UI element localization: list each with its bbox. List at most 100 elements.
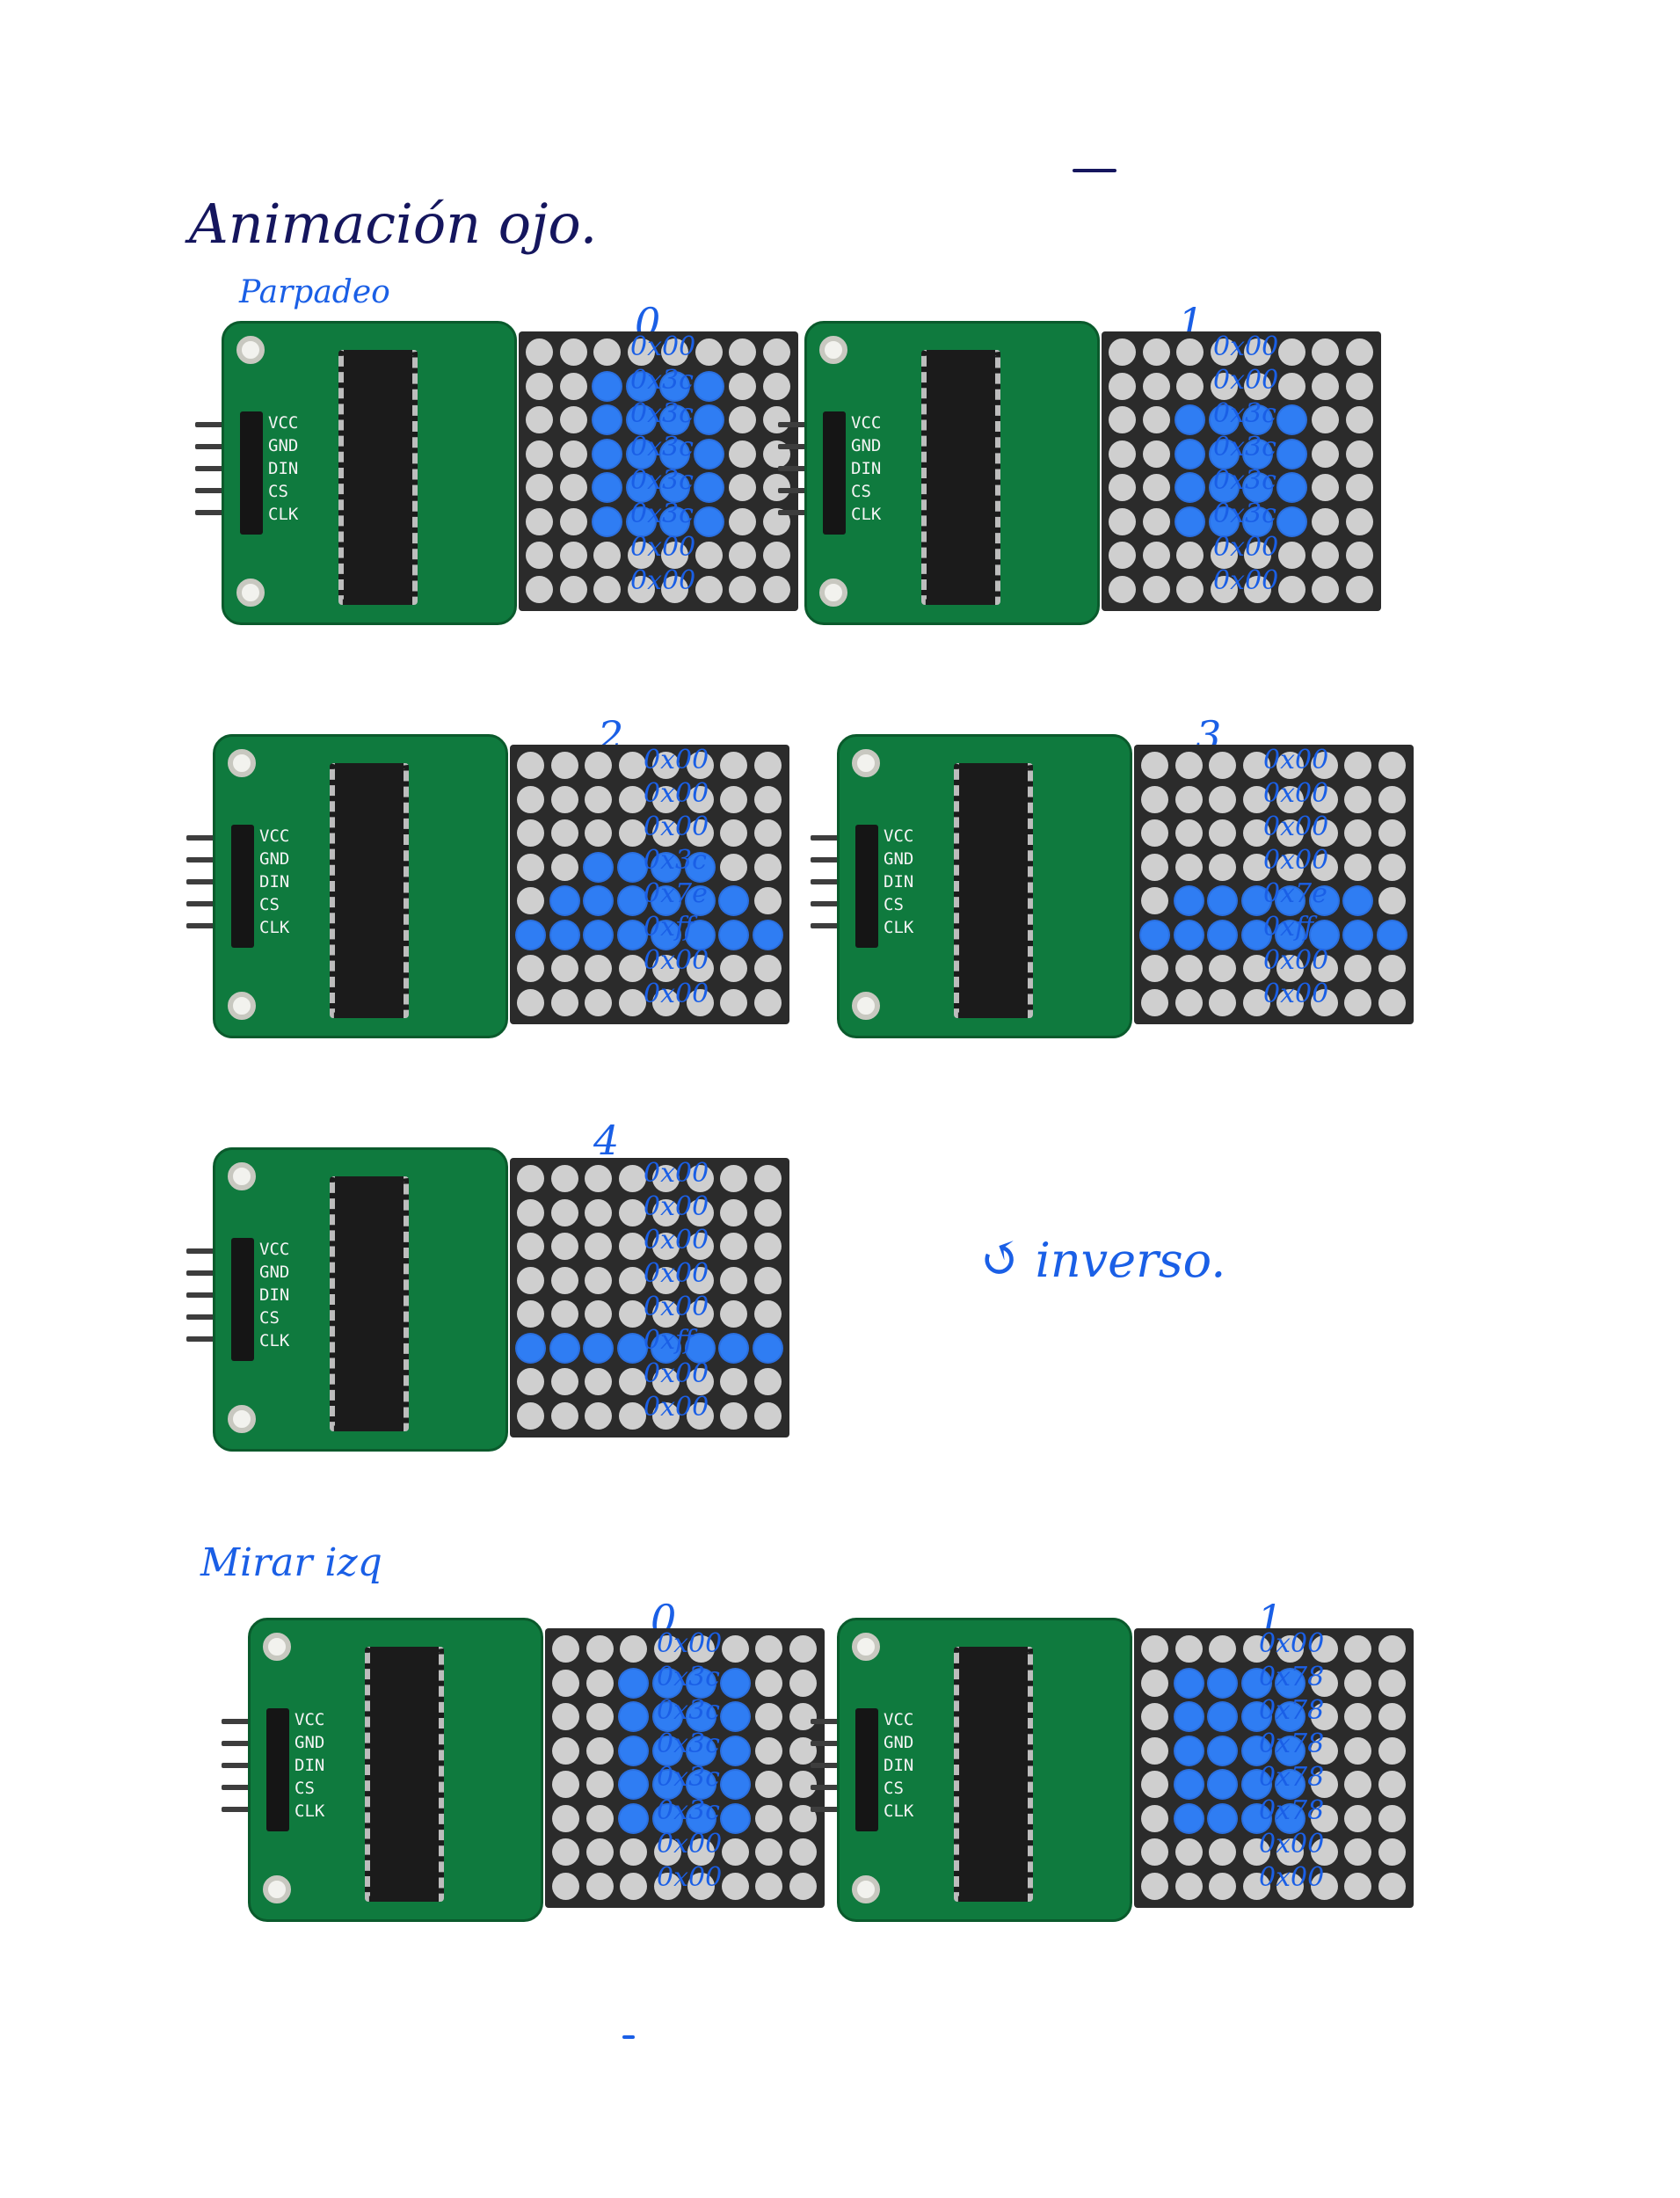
led-on: [1278, 406, 1305, 433]
pin-label: DIN: [259, 872, 289, 892]
led-off: [1378, 1635, 1406, 1663]
led-off: [517, 1165, 544, 1192]
led-on: [722, 1737, 749, 1765]
led-off: [619, 786, 646, 813]
led-on: [1175, 887, 1203, 914]
led-off: [526, 542, 553, 569]
hex-value: 0x3c: [657, 1795, 720, 1827]
hex-value: 0x7e: [644, 878, 708, 910]
led-off: [1378, 887, 1406, 914]
pin-label: GND: [884, 1733, 913, 1752]
hex-value: 0x78: [1259, 1695, 1324, 1727]
led-on: [722, 1703, 749, 1730]
led-off: [1141, 955, 1168, 982]
led-off: [619, 1267, 646, 1294]
inverso-note: ↺inverso.: [980, 1229, 1225, 1289]
led-off: [1175, 854, 1203, 881]
led-off: [1143, 338, 1170, 366]
inverso-label: inverso.: [1036, 1233, 1226, 1288]
led-off: [517, 1199, 544, 1226]
pin-header: [855, 1708, 878, 1831]
led-off: [1176, 373, 1204, 400]
led-off: [619, 1300, 646, 1328]
led-off: [586, 1771, 614, 1798]
led-off: [517, 854, 544, 881]
led-off: [729, 440, 756, 468]
led-off: [754, 854, 782, 881]
pen-stroke: [1073, 169, 1116, 172]
led-on: [620, 1737, 647, 1765]
led-off: [1209, 819, 1236, 847]
led-off: [517, 1402, 544, 1430]
frame-6: 1VCCGNDDINCSCLK0x000x780x780x780x780x780…: [811, 1600, 1531, 1952]
led-off: [1378, 819, 1406, 847]
led-off: [619, 1368, 646, 1395]
pin-label: CS: [259, 895, 280, 914]
led-off: [551, 1300, 578, 1328]
hex-value: 0x78: [1259, 1795, 1324, 1827]
hex-value: 0x00: [1213, 365, 1278, 397]
led-off: [1141, 854, 1168, 881]
led-off: [1141, 1805, 1168, 1832]
led-off: [1109, 440, 1136, 468]
driver-chip: [954, 763, 1033, 1018]
led-off: [1312, 474, 1339, 501]
led-off: [619, 819, 646, 847]
led-off: [1346, 338, 1373, 366]
led-on: [620, 1670, 647, 1697]
pin-label: VCC: [884, 1710, 913, 1729]
mount-hole: [228, 1405, 256, 1433]
led-off: [620, 1838, 647, 1866]
led-off: [1346, 576, 1373, 603]
led-off: [720, 1402, 747, 1430]
pin-label: DIN: [268, 459, 298, 478]
led-off: [1109, 474, 1136, 501]
led-off: [1344, 1873, 1371, 1900]
led-off: [1109, 508, 1136, 535]
led-off: [586, 1670, 614, 1697]
led-on: [720, 1335, 747, 1362]
pin-label: CLK: [295, 1801, 324, 1821]
hex-value: 0x7e: [1263, 878, 1327, 910]
mount-hole: [852, 992, 880, 1020]
led-off: [517, 989, 544, 1016]
led-on: [551, 1335, 578, 1362]
led-off: [754, 1402, 782, 1430]
led-off: [754, 955, 782, 982]
led-off: [754, 1165, 782, 1192]
hex-value: 0x78: [1259, 1662, 1324, 1693]
led-on: [619, 921, 646, 949]
led-on: [754, 921, 782, 949]
pin-label: GND: [259, 849, 289, 869]
led-off: [551, 1199, 578, 1226]
pin-label: DIN: [295, 1756, 324, 1775]
led-off: [1141, 1635, 1168, 1663]
led-off: [585, 786, 612, 813]
led-off: [560, 542, 587, 569]
led-off: [1378, 752, 1406, 779]
led-on: [619, 887, 646, 914]
led-off: [1344, 955, 1371, 982]
led-on: [619, 854, 646, 881]
led-off: [1378, 955, 1406, 982]
led-off: [551, 1165, 578, 1192]
led-off: [755, 1635, 782, 1663]
led-off: [1344, 1670, 1371, 1697]
led-off: [517, 1368, 544, 1395]
section-label: Mirar izq: [200, 1540, 382, 1585]
led-on: [1209, 1703, 1236, 1730]
led-off: [517, 819, 544, 847]
led-off: [755, 1737, 782, 1765]
hex-value: 0x78: [1259, 1762, 1324, 1794]
led-on: [593, 474, 621, 501]
hex-value: 0x00: [644, 945, 709, 977]
led-off: [754, 887, 782, 914]
led-off: [1344, 752, 1371, 779]
frame-1: 1VCCGNDDINCSCLK0x000x000x3c0x3c0x3c0x3c0…: [778, 303, 1499, 655]
led-on: [1209, 921, 1236, 949]
led-on: [1141, 921, 1168, 949]
mount-hole: [228, 992, 256, 1020]
led-off: [1312, 576, 1339, 603]
led-off: [1312, 338, 1339, 366]
led-on: [619, 1335, 646, 1362]
